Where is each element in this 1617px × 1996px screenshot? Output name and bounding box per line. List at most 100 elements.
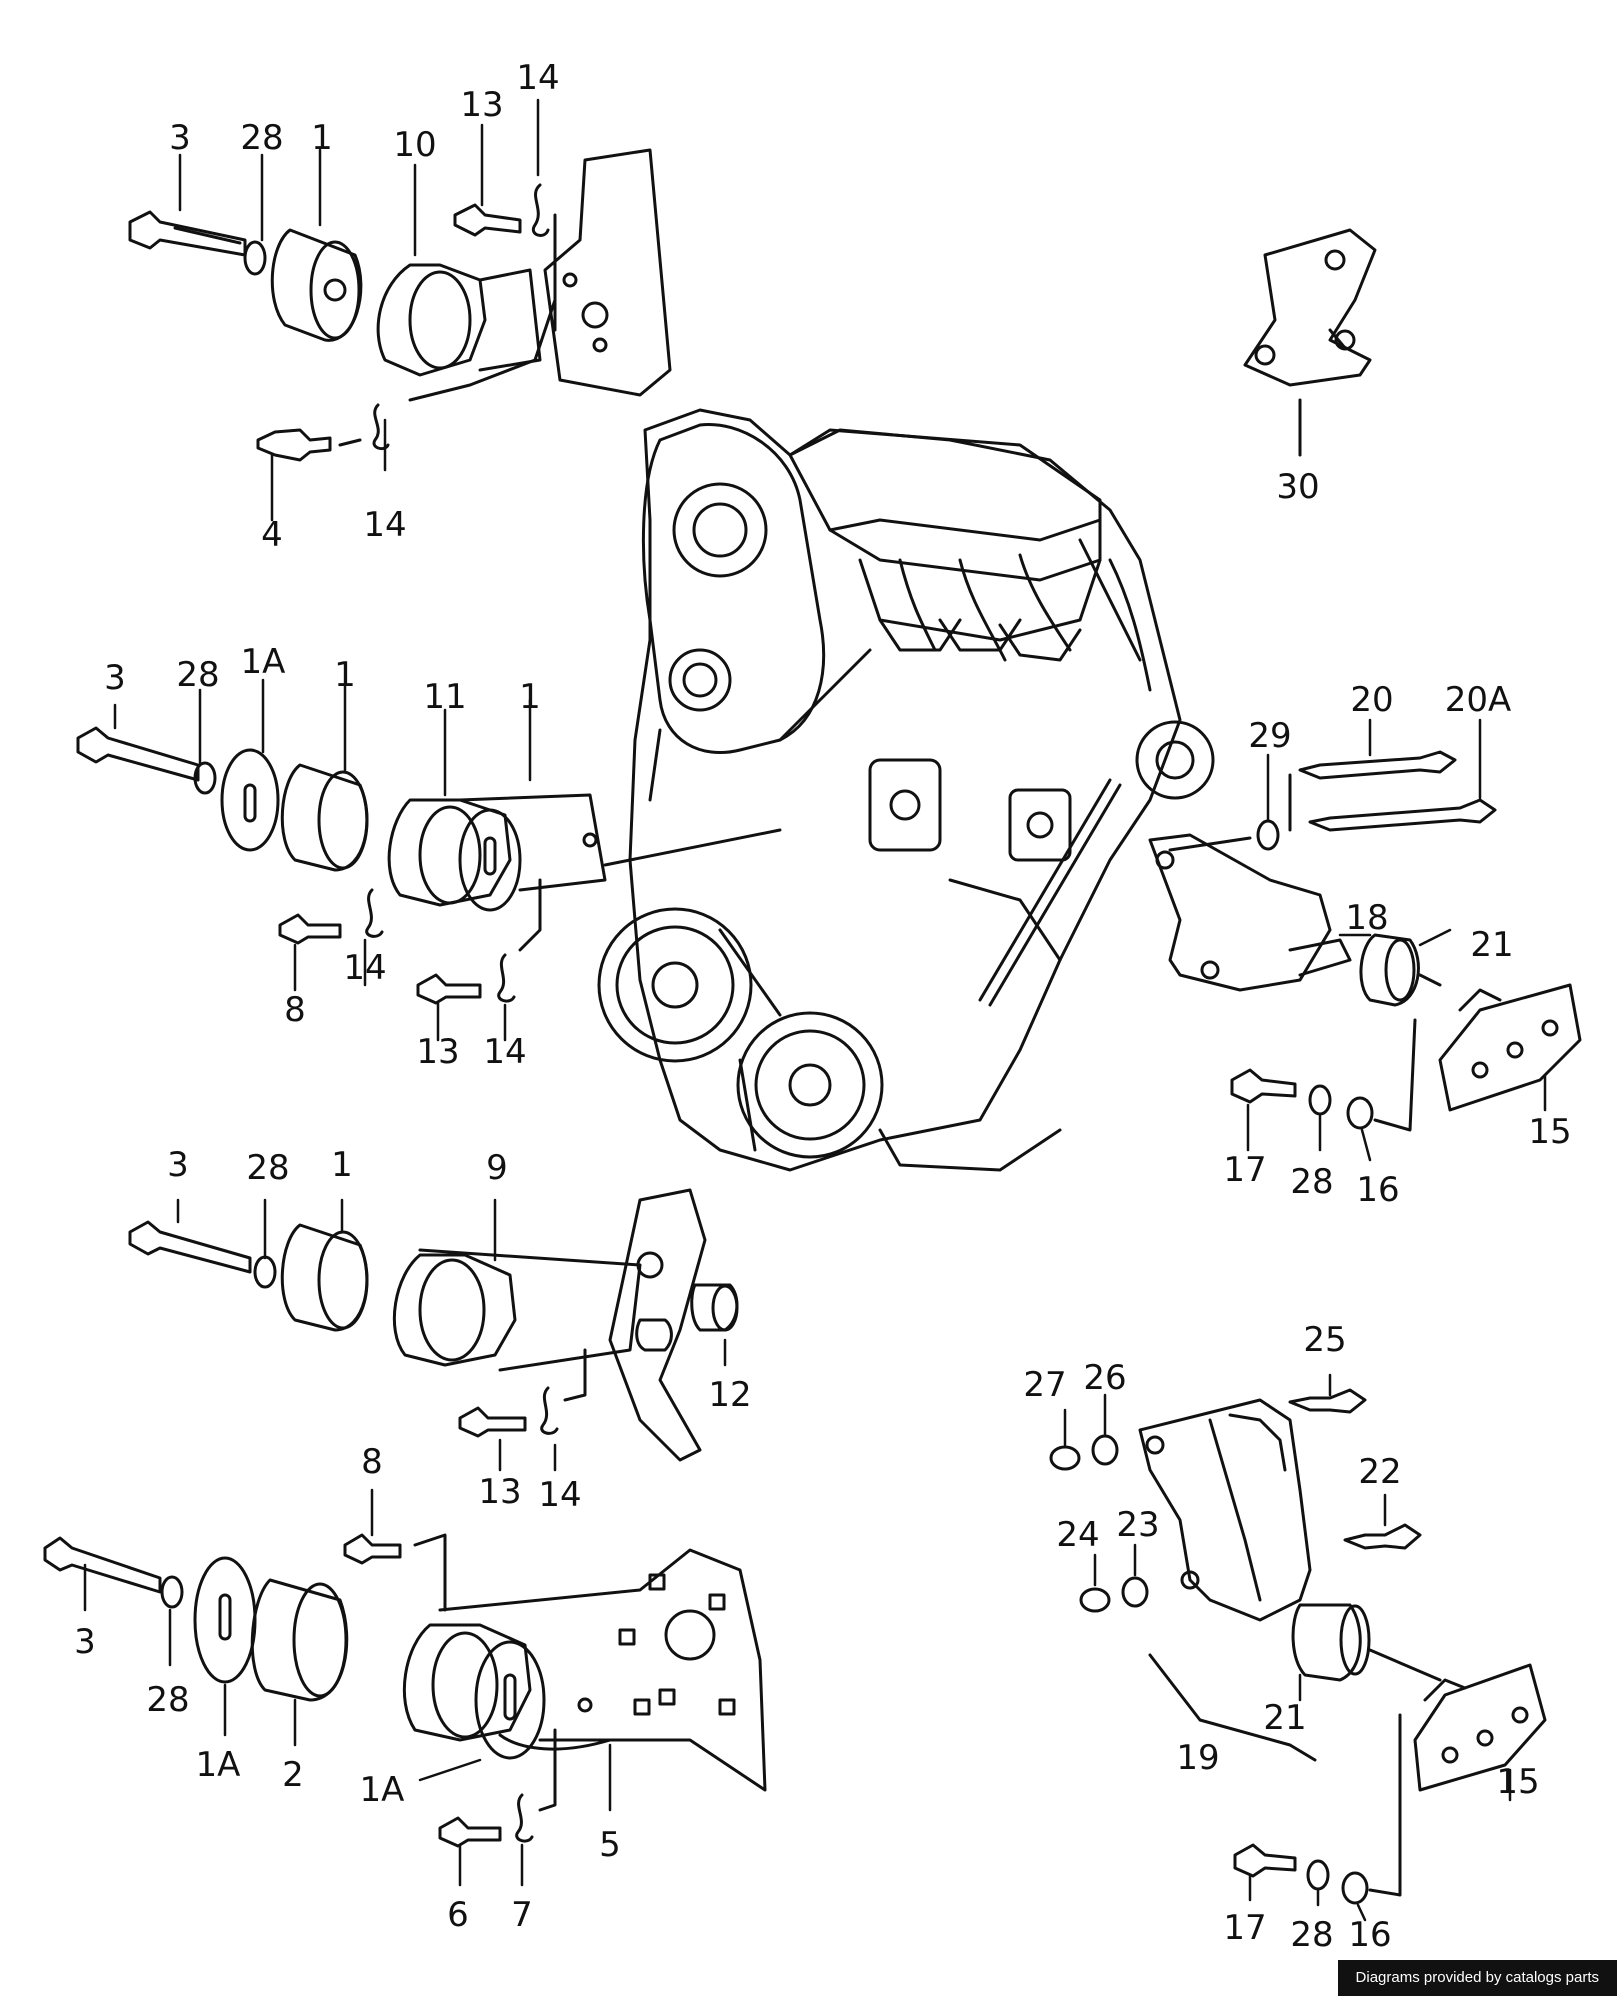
washer-28c-icon (1308, 1084, 1332, 1116)
callout-14: 14 (538, 1475, 582, 1515)
plate-15a-icon (1438, 983, 1582, 1112)
callout-10: 10 (393, 125, 437, 165)
callout-19: 19 (1176, 1738, 1220, 1778)
washer-1c-icon (458, 808, 522, 912)
clip-14d-icon (497, 953, 516, 1003)
callout-5: 5 (599, 1825, 621, 1865)
bracket-plate-top (543, 148, 672, 397)
washer-16a-icon (1346, 1096, 1374, 1130)
bolt-3c-icon (128, 1220, 252, 1274)
callout-24: 24 (1056, 1515, 1100, 1555)
callout-7: 7 (511, 1895, 533, 1935)
callout-8: 8 (361, 1442, 383, 1482)
bottom-left-mount-assembly (43, 1533, 767, 1848)
washer-26-icon (1091, 1434, 1119, 1466)
mount-5-icon (402, 1623, 532, 1742)
bolt-13b-icon (416, 973, 482, 1005)
right-mount-assembly (1148, 750, 1582, 1132)
bolt-25-icon (1288, 1388, 1367, 1414)
bolt-3a-icon (128, 210, 247, 257)
bolt-22-icon (1343, 1523, 1422, 1550)
washer-28a-icon (243, 240, 267, 276)
bracket-19-icon (1138, 1398, 1312, 1622)
clip-14e-icon (540, 1386, 559, 1435)
mount-11-icon (387, 798, 512, 907)
callout-3: 3 (167, 1145, 189, 1185)
callout-15: 15 (1496, 1762, 1540, 1802)
callout-30: 30 (1276, 467, 1320, 507)
callout-4: 4 (261, 515, 283, 555)
callout-3: 3 (104, 658, 126, 698)
callout-25: 25 (1303, 1320, 1347, 1360)
callout-1A: 1A (195, 1745, 241, 1785)
callout-1: 1 (519, 677, 541, 717)
washer-23-icon (1121, 1576, 1149, 1608)
clip-7-icon (515, 1793, 534, 1843)
leader-lines (83, 98, 1547, 1922)
middle-left-mount-assembly (76, 726, 782, 1005)
callout-26: 26 (1083, 1358, 1127, 1398)
callout-28: 28 (1290, 1162, 1334, 1202)
callout-13: 13 (460, 85, 504, 125)
callout-1A: 1A (240, 642, 286, 682)
bolt-17b-icon (1233, 1843, 1297, 1878)
callout-18: 18 (1345, 898, 1389, 938)
washer-1A-icon (220, 748, 280, 852)
callout-8: 8 (284, 990, 306, 1030)
callout-16: 16 (1356, 1170, 1400, 1210)
callout-14: 14 (483, 1032, 527, 1072)
callout-1: 1 (311, 118, 333, 158)
callout-14: 14 (343, 948, 387, 988)
bolt-4-icon (256, 428, 332, 462)
callout-6: 6 (447, 1895, 469, 1935)
clip-14a-icon (531, 183, 550, 237)
bracket-plate-5 (438, 1548, 767, 1792)
callout-13: 13 (478, 1472, 522, 1512)
callout-27: 27 (1023, 1365, 1067, 1405)
bushing-1a-icon (270, 228, 363, 342)
washer-28b-icon (193, 761, 217, 795)
washer-1Ab-icon (193, 1556, 257, 1684)
bolt-3d-icon (43, 1536, 162, 1594)
engine-block (597, 408, 1215, 1172)
nut-24-icon (1079, 1587, 1111, 1613)
bolt-8b-icon (343, 1533, 402, 1565)
callout-15: 15 (1528, 1112, 1572, 1152)
callout-14: 14 (516, 58, 560, 98)
washer-28d-icon (253, 1255, 277, 1289)
bolt-8a-icon (278, 913, 342, 945)
bolt-20-icon (1298, 750, 1457, 780)
plate-15b-icon (1413, 1663, 1547, 1792)
bolt-13c-icon (458, 1406, 527, 1438)
callout-1A: 1A (359, 1770, 405, 1810)
callout-23: 23 (1116, 1505, 1160, 1545)
callout-12: 12 (708, 1375, 752, 1415)
callout-21: 21 (1470, 925, 1514, 965)
callout-20: 20 (1350, 680, 1394, 720)
washer-28f-icon (1306, 1859, 1330, 1891)
credit-footer: Diagrams provided by catalogs parts (1337, 1960, 1617, 1996)
bolt-17a-icon (1230, 1068, 1297, 1104)
callout-16: 16 (1348, 1915, 1392, 1955)
bottom-right-mount-assembly (1049, 1388, 1547, 1905)
bushing-2-icon (250, 1578, 349, 1702)
crank-pulley-icon (597, 907, 753, 1063)
callout-28: 28 (146, 1680, 190, 1720)
callout-21: 21 (1263, 1698, 1307, 1738)
bolt-6-icon (438, 1816, 502, 1848)
clip-14b-icon (372, 403, 390, 451)
mount-10-icon (376, 263, 487, 377)
washer-29-icon (1256, 819, 1280, 851)
callout-3: 3 (74, 1622, 96, 1662)
mount-9-icon (392, 1253, 517, 1367)
callout-13: 13 (416, 1032, 460, 1072)
callout-11: 11 (423, 677, 467, 717)
washer-1Ac-icon (474, 1640, 546, 1760)
callout-2: 2 (282, 1755, 304, 1795)
cam-pulley-icon (672, 482, 768, 578)
callout-3: 3 (169, 118, 191, 158)
bolt-3b-icon (76, 726, 200, 782)
callout-28: 28 (1290, 1915, 1334, 1955)
bushing-21a-icon (1359, 933, 1420, 1007)
